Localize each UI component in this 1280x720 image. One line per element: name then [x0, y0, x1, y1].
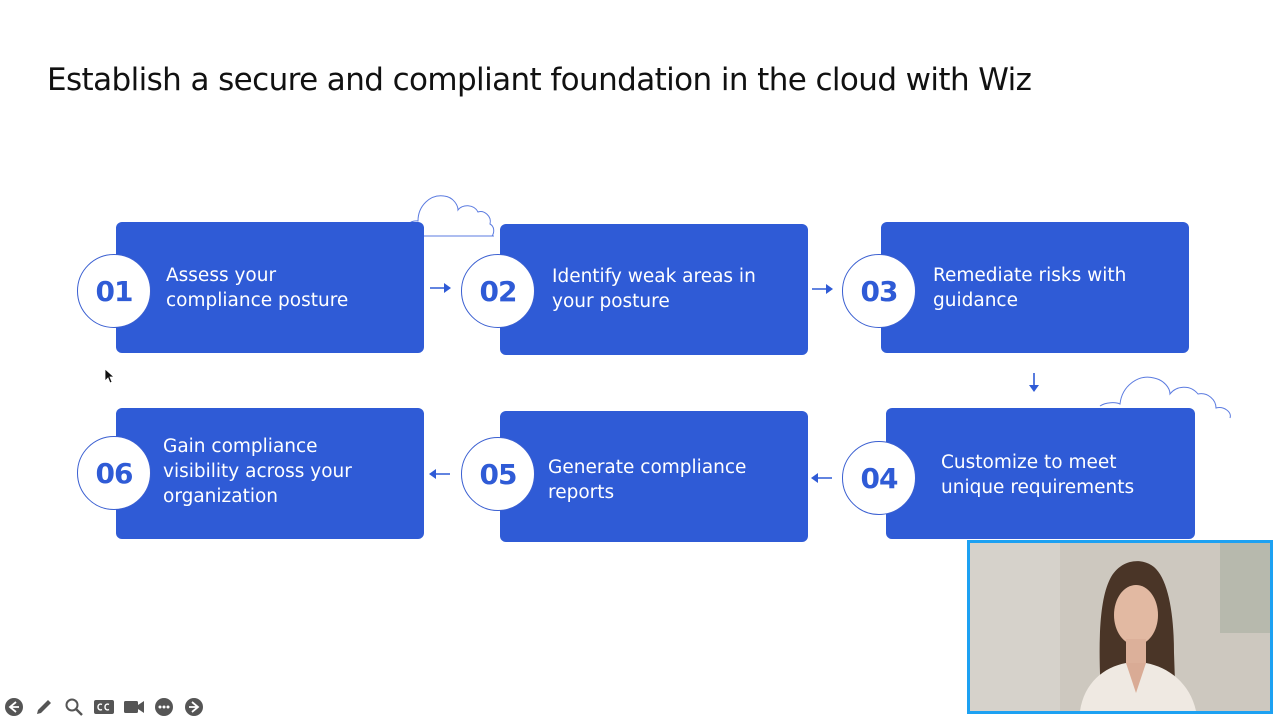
step-card-03 [881, 222, 1189, 353]
search-icon [65, 698, 83, 716]
step-label-line: organization [163, 486, 279, 507]
back-button[interactable] [3, 696, 25, 718]
step-number-badge-02: 02 [461, 254, 535, 328]
step-number-badge-04: 04 [842, 441, 916, 515]
zoom-button[interactable] [63, 696, 85, 718]
step-number: 02 [479, 274, 518, 308]
step-label-line: guidance [933, 290, 1018, 311]
step-card-05 [500, 411, 808, 542]
presentation-toolbar [0, 695, 205, 719]
step-number-badge-06: 06 [77, 436, 151, 510]
mouse-cursor-icon [104, 368, 116, 384]
step-label-line: Customize to meet [941, 452, 1117, 473]
step-label-line: Assess your [166, 265, 277, 286]
camera-button[interactable] [123, 696, 145, 718]
arrow-left-icon [429, 469, 450, 479]
step-card-01 [116, 222, 424, 353]
arrow-right-icon [430, 283, 451, 293]
step-number: 04 [860, 461, 899, 495]
step-label-line: your posture [552, 291, 670, 312]
step-label-line: compliance posture [166, 290, 349, 311]
presenter-image [970, 543, 1270, 711]
slide-title: Establish a secure and compliant foundat… [47, 62, 1032, 98]
step-label-line: Remediate risks with [933, 265, 1127, 286]
step-number-badge-05: 05 [461, 437, 535, 511]
captions-button[interactable] [93, 696, 115, 718]
step-number: 06 [95, 456, 134, 490]
step-label-01: Assess your compliance posture [166, 263, 348, 313]
captions-icon [94, 700, 114, 714]
camera-icon [124, 701, 144, 713]
step-number-badge-01: 01 [77, 254, 151, 328]
step-label-line: reports [548, 482, 615, 503]
step-card-04 [886, 408, 1195, 539]
step-label-line: Generate compliance [548, 457, 747, 478]
pen-button[interactable] [33, 696, 55, 718]
step-label-line: unique requirements [941, 477, 1135, 498]
arrow-right-icon [812, 284, 833, 294]
step-card-06 [116, 408, 424, 539]
step-label-line: visibility across your [163, 461, 352, 482]
step-number: 01 [95, 274, 134, 308]
arrow-left-icon [811, 473, 832, 483]
step-label-02: Identify weak areas in your posture [552, 264, 756, 314]
step-number: 03 [860, 274, 899, 308]
more-icon [155, 698, 173, 716]
forward-icon [185, 698, 203, 716]
step-label-06: Gain compliance visibility across your o… [163, 434, 352, 509]
more-button[interactable] [153, 696, 175, 718]
step-label-line: Gain compliance [163, 436, 318, 457]
presenter-video[interactable] [967, 540, 1273, 714]
cloud-decoration-icon [1099, 376, 1231, 419]
arrow-down-icon [1029, 373, 1039, 392]
step-label-05: Generate compliance reports [548, 455, 746, 505]
pen-icon [37, 700, 51, 714]
step-card-02 [500, 224, 808, 355]
forward-button[interactable] [183, 696, 205, 718]
step-label-04: Customize to meet unique requirements [941, 450, 1134, 500]
back-icon [5, 698, 23, 716]
step-number-badge-03: 03 [842, 254, 916, 328]
step-label-03: Remediate risks with guidance [933, 263, 1126, 313]
step-number: 05 [479, 457, 518, 491]
step-label-line: Identify weak areas in [552, 266, 756, 287]
